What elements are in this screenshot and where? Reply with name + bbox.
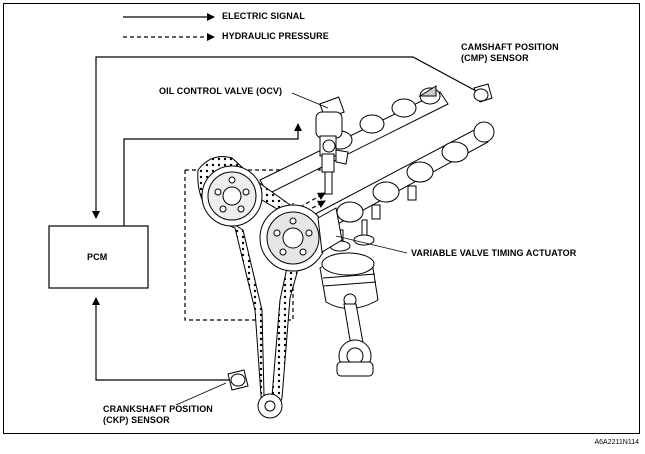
vvt-actuator-label: VARIABLE VALVE TIMING ACTUATOR — [411, 248, 577, 258]
ckp-sensor-label-line1: CRANKSHAFT POSITION — [103, 404, 213, 414]
cmp-signal-line — [92, 56, 479, 219]
cmp-sensor-label-line2: (CMP) SENSOR — [461, 53, 529, 63]
piston-and-rod — [319, 252, 379, 377]
pcm-box — [48, 225, 149, 289]
oil-control-valve — [315, 96, 349, 173]
legend-hydraulic-label: HYDRAULIC PRESSURE — [222, 31, 329, 41]
intake-camshaft — [299, 121, 495, 239]
ckp-sensor — [227, 369, 249, 391]
ocv-signal-line — [123, 123, 302, 226]
ocv-label: OIL CONTROL VALVE (OCV) — [159, 86, 283, 96]
diagram-frame — [3, 3, 640, 434]
crankshaft-sprocket — [257, 393, 283, 419]
leader-lines — [175, 92, 408, 406]
ckp-sensor-label-line2: (CKP) SENSOR — [103, 415, 170, 425]
vvt-actuator-sprocket — [259, 204, 343, 272]
ckp-signal-line — [92, 297, 232, 381]
legend-electric-label: ELECTRIC SIGNAL — [222, 11, 306, 21]
cmp-sensor-label-line1: CAMSHAFT POSITION — [461, 42, 559, 52]
cmp-sensor — [473, 83, 493, 103]
exhaust-sprocket — [201, 165, 263, 227]
figure-code: A6A2211N114 — [594, 439, 640, 446]
pcm-label: PCM — [87, 252, 108, 262]
